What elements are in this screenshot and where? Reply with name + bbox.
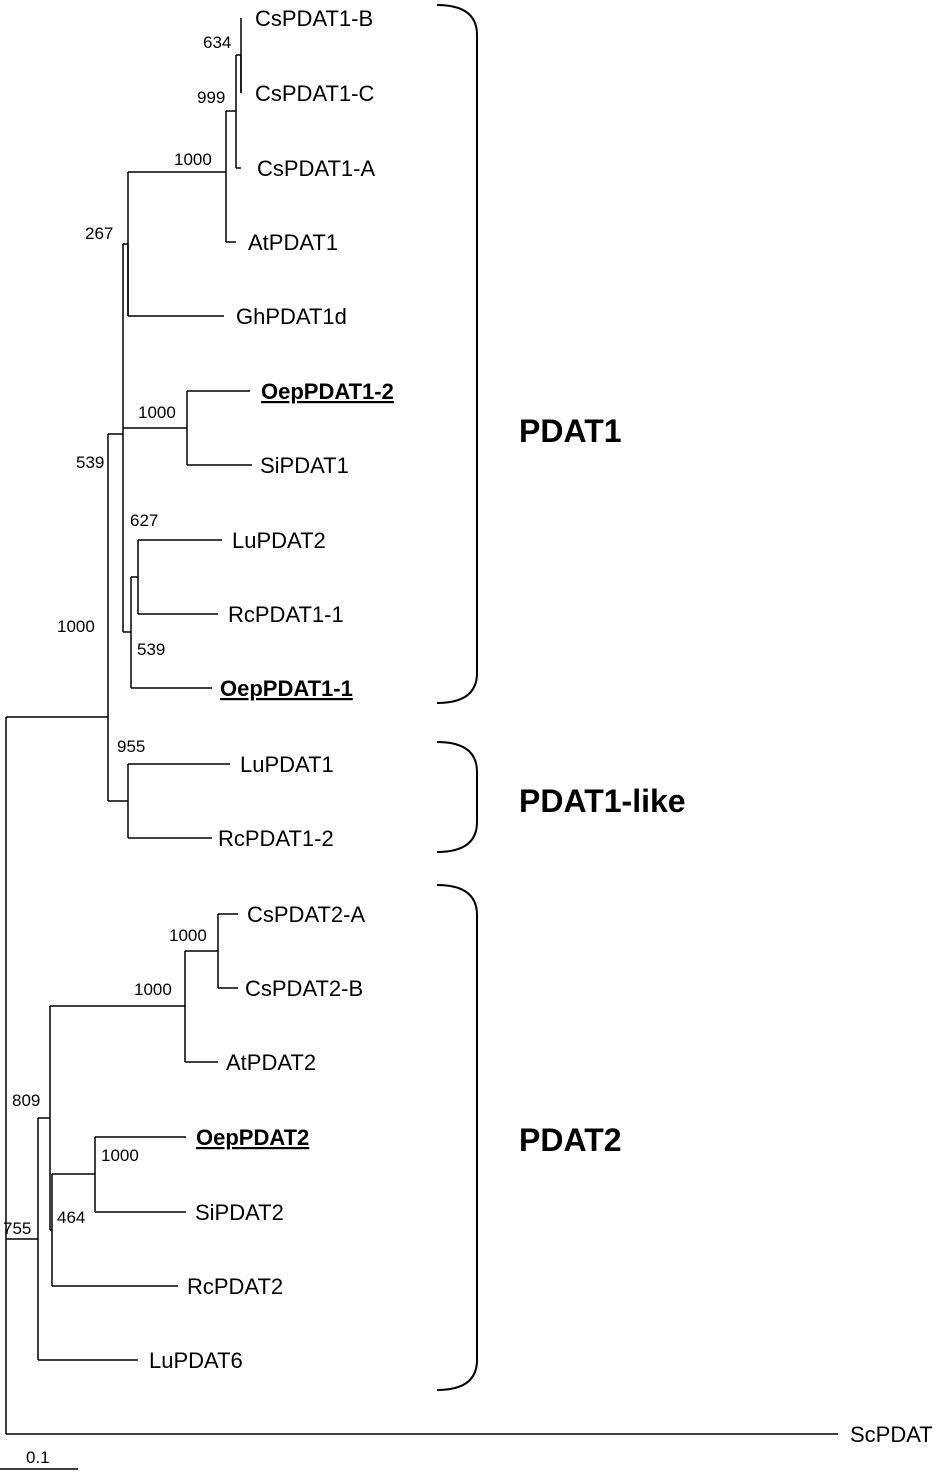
leaf-label-oeppdat1-2: OepPDAT1-2 bbox=[261, 379, 394, 404]
clade-label-pdat1-like: PDAT1-like bbox=[519, 783, 686, 819]
bootstrap-n-cs2at: 1000 bbox=[134, 980, 172, 999]
scale-bar-label: 0.1 bbox=[26, 1448, 50, 1467]
leaf-label-lupdat6: LuPDAT6 bbox=[149, 1348, 243, 1373]
leaf-label-cspdat1-b: CsPDAT1-B bbox=[255, 6, 373, 31]
bootstrap-n-cs1at: 1000 bbox=[174, 150, 212, 169]
leaf-label-cspdat1-a: CsPDAT1-A bbox=[257, 156, 375, 181]
bracket-pdat1-like bbox=[436, 741, 478, 853]
bracket-pdat1 bbox=[436, 4, 478, 704]
bootstrap-n-oep12si: 1000 bbox=[138, 403, 176, 422]
leaf-label-lupdat1: LuPDAT1 bbox=[240, 752, 334, 777]
bootstrap-n-cs1: 999 bbox=[197, 88, 225, 107]
bootstrap-n-lurc: 627 bbox=[130, 511, 158, 530]
leaf-label-rcpdat1-1: RcPDAT1-1 bbox=[228, 602, 344, 627]
leaf-label-oeppdat1-1: OepPDAT1-1 bbox=[220, 676, 353, 701]
bootstrap-n-pdat1like: 955 bbox=[117, 737, 145, 756]
leaf-label-atpdat1: AtPDAT1 bbox=[248, 230, 338, 255]
bootstrap-n-cs2: 1000 bbox=[169, 926, 207, 945]
clade-brackets bbox=[436, 4, 478, 1391]
bracket-pdat2 bbox=[436, 884, 478, 1391]
leaf-label-rcpdat2: RcPDAT2 bbox=[187, 1274, 283, 1299]
bootstrap-n-cs1atgh: 267 bbox=[85, 224, 113, 243]
bootstrap-n-oep2si: 1000 bbox=[101, 1146, 139, 1165]
bootstrap-n-csbc: 634 bbox=[203, 33, 231, 52]
leaf-label-oeppdat2: OepPDAT2 bbox=[196, 1125, 309, 1150]
leaf-label-cspdat1-c: CsPDAT1-C bbox=[255, 81, 374, 106]
leaf-label-cspdat2-a: CsPDAT2-A bbox=[247, 902, 365, 927]
leaf-label-ghpdat1d: GhPDAT1d bbox=[236, 304, 347, 329]
bootstrap-n-lurcoep: 539 bbox=[137, 640, 165, 659]
leaf-label-atpdat2: AtPDAT2 bbox=[226, 1050, 316, 1075]
leaf-label-sipdat2: SiPDAT2 bbox=[195, 1200, 284, 1225]
leaf-label-sipdat1: SiPDAT1 bbox=[260, 453, 349, 478]
leaf-label-scpdat: ScPDAT bbox=[850, 1422, 933, 1447]
clade-label-pdat1: PDAT1 bbox=[519, 413, 622, 449]
tree-labels: CsPDAT1-B CsPDAT1-C CsPDAT1-A AtPDAT1GhPDAT… bbox=[3, 6, 933, 1467]
bootstrap-n-pdat2: 755 bbox=[3, 1219, 31, 1238]
bootstrap-n-pdat2core: 809 bbox=[12, 1091, 40, 1110]
bootstrap-n-pdat1: 539 bbox=[76, 453, 104, 472]
clade-label-pdat2: PDAT2 bbox=[519, 1122, 622, 1158]
leaf-label-cspdat2-b: CsPDAT2-B bbox=[245, 976, 363, 1001]
tree-branches bbox=[0, 18, 838, 1470]
bootstrap-n-pdat1all: 1000 bbox=[57, 617, 95, 636]
leaf-label-lupdat2: LuPDAT2 bbox=[232, 528, 326, 553]
leaf-label-rcpdat1-2: RcPDAT1-2 bbox=[218, 826, 334, 851]
bootstrap-n-oep2sirc: 464 bbox=[57, 1208, 85, 1227]
